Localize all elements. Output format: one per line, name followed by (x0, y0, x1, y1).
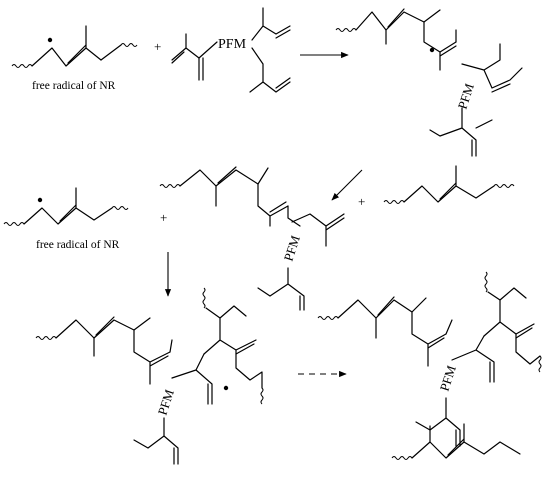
pfm-label: PFM (455, 81, 477, 111)
reaction-arrow-icon (331, 169, 363, 201)
pfm-grafted-chain-middle: PFM (159, 166, 345, 311)
pfm-label: PFM (155, 387, 177, 417)
pfm-label: PFM (218, 37, 247, 52)
pfm-bridged-radical: PFM (35, 287, 264, 465)
pfm-molecule: PFM (171, 7, 291, 93)
plus-sign-2: + (358, 194, 365, 209)
radical-dot-icon (47, 37, 53, 43)
radical-dot-icon (223, 385, 229, 391)
radical-dot-icon (37, 197, 43, 203)
free-radical-label-2: free radical of NR (36, 239, 120, 251)
nr-radical-2 (3, 187, 129, 226)
pfm-label: PFM (281, 233, 303, 263)
crosslinked-product: PFM (317, 271, 542, 460)
pfm-grafted-radical-1: PFM (335, 8, 523, 157)
plus-sign-1: + (154, 39, 161, 54)
nr-chain-2 (383, 165, 515, 204)
plus-sign-3: + (160, 210, 167, 225)
nr-radical-1 (11, 25, 138, 68)
free-radical-label-1: free radical of NR (32, 80, 116, 92)
pfm-label: PFM (437, 363, 459, 393)
radical-dot-icon (429, 47, 435, 53)
